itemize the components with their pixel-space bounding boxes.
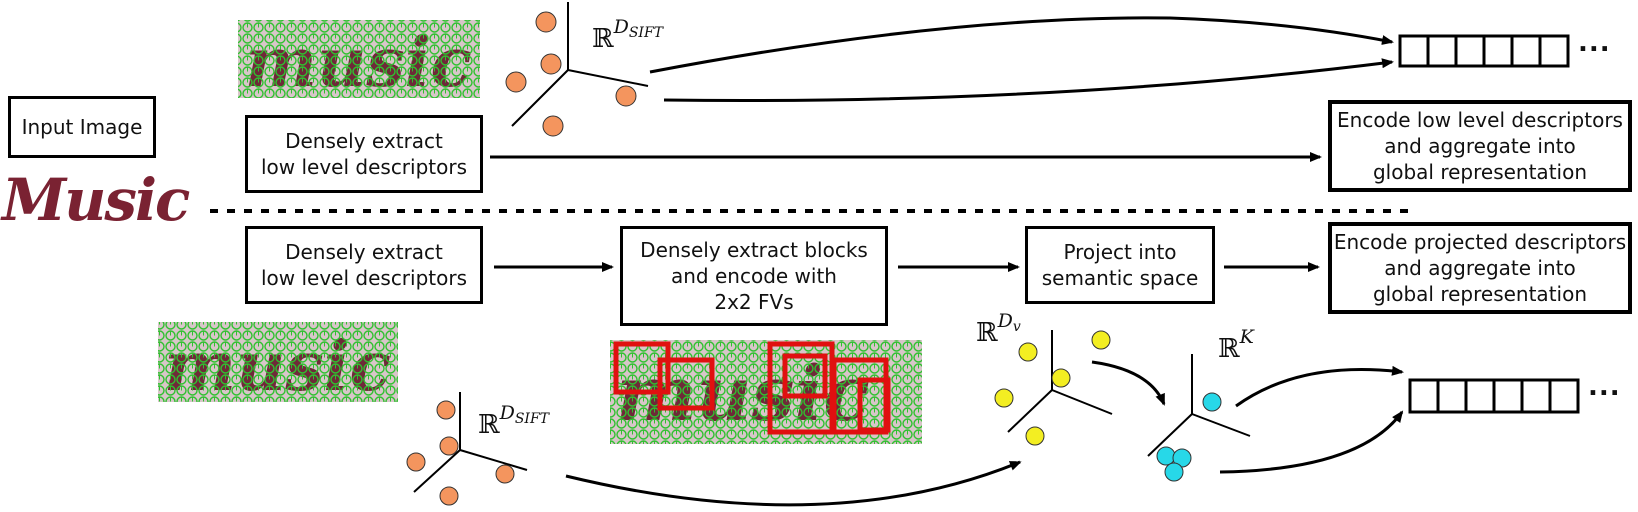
bottom-descriptor-image: music — [158, 322, 398, 407]
sift-point — [542, 115, 564, 137]
k-point — [1164, 462, 1184, 482]
top-encode-box: Encode low level descriptors and aggrega… — [1328, 100, 1632, 192]
top-sift-space-label: ℝDSIFT — [592, 16, 664, 54]
top-sift-points — [505, 11, 637, 137]
bottom-sift-axes — [413, 392, 528, 493]
top-extract-box: Densely extract low level descriptors — [245, 115, 483, 193]
dv-point — [1025, 426, 1045, 446]
bottom-vector — [1408, 378, 1580, 414]
sift-point — [540, 53, 562, 75]
sift-point — [436, 400, 456, 420]
top-sift-axes — [511, 2, 649, 127]
top-arrow-upper — [649, 16, 1394, 74]
dv-points — [994, 330, 1111, 446]
top-arrow-lower — [663, 58, 1394, 103]
arrow-dv-to-k — [1091, 360, 1166, 406]
sift-point — [615, 85, 637, 107]
sift-point — [535, 11, 557, 33]
input-image-label: Input Image — [8, 96, 156, 158]
sift-point — [495, 464, 515, 484]
arrow-k-to-vector-lower — [1219, 410, 1404, 474]
k-points — [1156, 392, 1222, 482]
block-descriptor-image: music — [610, 340, 922, 444]
sift-point — [439, 486, 459, 506]
top-descriptor-image: music — [238, 20, 480, 103]
top-vector-ellipsis: ... — [1578, 28, 1611, 58]
sift-point — [406, 452, 426, 472]
dv-point — [1051, 368, 1071, 388]
top-vector — [1398, 34, 1570, 68]
input-word-image: Music — [2, 166, 190, 234]
project-box: Project into semantic space — [1025, 226, 1215, 304]
bottom-encode-box: Encode projected descriptors and aggrega… — [1328, 222, 1632, 314]
blocks-box: Densely extract blocks and encode with 2… — [620, 226, 888, 326]
sift-point — [505, 71, 527, 93]
arrow-k-to-vector-upper — [1235, 365, 1404, 408]
bottom-vector-ellipsis: ... — [1588, 372, 1621, 402]
k-space-label: ℝK — [1218, 326, 1254, 364]
dv-point — [1018, 342, 1038, 362]
k-axes — [1147, 354, 1251, 457]
sift-point — [439, 436, 459, 456]
dv-space-label: ℝDv — [976, 310, 1021, 348]
k-point — [1202, 392, 1222, 412]
k-point — [1156, 446, 1176, 466]
dv-point — [994, 388, 1014, 408]
dv-point — [1091, 330, 1111, 350]
bottom-sift-points — [406, 400, 515, 506]
bottom-extract-box: Densely extract low level descriptors — [245, 226, 483, 304]
bottom-sift-space-label: ℝDSIFT — [478, 402, 550, 440]
bottom-arrow-sift-to-dv — [565, 460, 1022, 507]
